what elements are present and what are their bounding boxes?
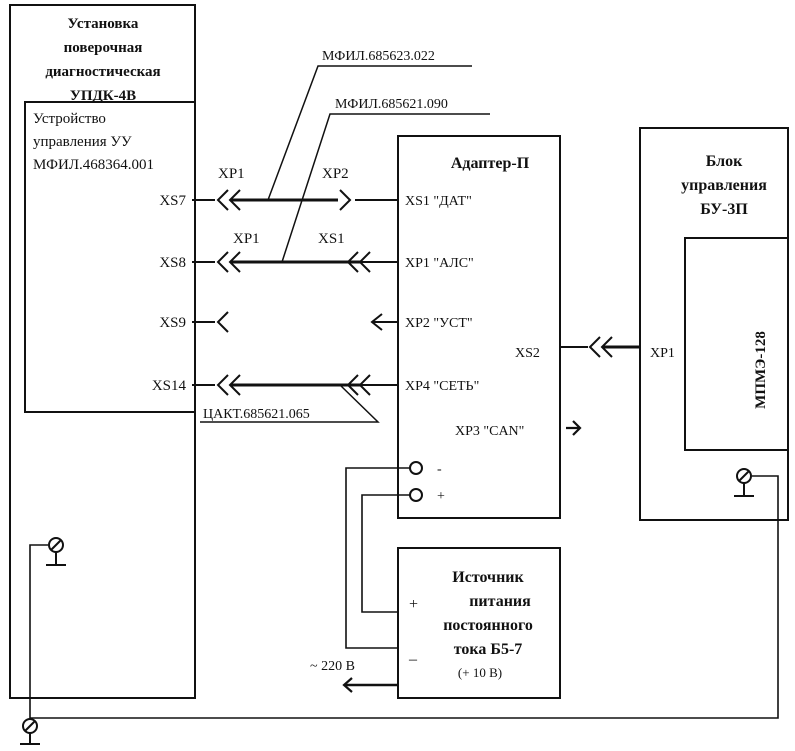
bu-title-line2: управления: [681, 177, 767, 194]
psu-title-line2: питания: [469, 593, 531, 610]
bu-ground-slash: [738, 470, 750, 482]
psu-title-line1: Источник: [452, 569, 524, 586]
xp1-lower-label: ХР1: [233, 231, 260, 247]
bu-ground-icon: [734, 483, 754, 497]
plus-wire: [361, 494, 410, 613]
udk-block: [9, 4, 196, 699]
bu-title-line1: Блок: [706, 153, 743, 170]
xs7-label: XS7: [159, 193, 186, 209]
xs9-label: XS9: [159, 315, 186, 331]
adapter-minus-terminal: [409, 461, 423, 475]
uu-label-line3: МФИЛ.468364.001: [33, 157, 154, 173]
xp1-upper-label: ХР1: [218, 166, 245, 182]
psu-block: [397, 547, 561, 699]
adapter-title: Адаптер-П: [451, 155, 530, 172]
adapter-minus-label: -: [437, 462, 442, 477]
xp2-plug-icon: [339, 189, 352, 211]
udk-ground-slash: [50, 539, 62, 551]
cable2-label: МФИЛ.685621.090: [335, 97, 448, 112]
minus-wire: [345, 467, 410, 649]
cable3-label: ЦАКТ.685621.065: [203, 407, 310, 422]
cable3-label-line: [200, 384, 380, 423]
mpme-block: [684, 237, 789, 451]
cable1-label: МФИЛ.685623.022: [322, 49, 435, 64]
psu-minus-label: –: [408, 651, 418, 668]
adapter-xp2-label: ХР2 "УСТ": [405, 316, 473, 331]
udk-title-line2: поверочная: [64, 40, 143, 56]
xs9-socket-icon: [216, 311, 229, 333]
bu-xp1-label: ХР1: [650, 346, 675, 361]
mains-arrow-icon: [342, 677, 353, 693]
cable1-label-line: [267, 65, 472, 201]
xs14-label: XS14: [152, 378, 187, 394]
adapter-xp1-label: ХР1 "АЛС": [405, 256, 474, 271]
xs1-socket-icon: [346, 251, 371, 273]
bu-title-line3: БУ-3П: [700, 201, 748, 218]
udk-title-line1: Установка: [68, 16, 139, 32]
adapter-xp4-label: ХР4 "СЕТЬ": [405, 379, 479, 394]
uu-block: [24, 101, 196, 413]
udk-title-line3: диагностическая: [45, 64, 160, 80]
adapter-xs1-label: XS1 "ДАТ": [405, 194, 472, 209]
mpme-label: МПМЭ-128: [753, 331, 769, 409]
ground-wire: [29, 475, 779, 719]
uu-label-line1: Устройство: [33, 111, 106, 127]
cable2-label-line: [281, 113, 490, 263]
psu-title-line4: тока Б5-7: [454, 641, 523, 658]
uu-label-line2: управления УУ: [33, 134, 132, 150]
xp3-arrow-icon: [566, 420, 582, 436]
psu-plus-label: +: [409, 596, 418, 613]
adapter-plus-label: +: [437, 489, 445, 504]
psu-voltage: (+ 10 В): [458, 665, 502, 680]
adapter-block: [397, 135, 561, 519]
adapter-xp2-plug-icon: [370, 313, 398, 331]
adapter-xp4-socket-icon: [346, 374, 371, 396]
xs2-socket-icon: [588, 336, 613, 358]
adapter-xp3-label: ХР3 "CAN": [455, 424, 524, 439]
psu-title-line3: постоянного: [443, 617, 533, 634]
mains-label: ~ 220 В: [310, 659, 355, 674]
udk-title-line4: УПДК-4В: [70, 88, 136, 104]
adapter-xs2-label: XS2: [515, 346, 540, 361]
main-ground-slash: [24, 720, 36, 732]
udk-ground-icon: [46, 552, 66, 566]
adapter-plus-terminal: [409, 488, 423, 502]
xp2-upper-label: ХР2: [322, 166, 349, 182]
main-ground-icon: [20, 733, 40, 745]
xs1-lower-label: XS1: [318, 231, 345, 247]
xs8-label: XS8: [159, 255, 186, 271]
